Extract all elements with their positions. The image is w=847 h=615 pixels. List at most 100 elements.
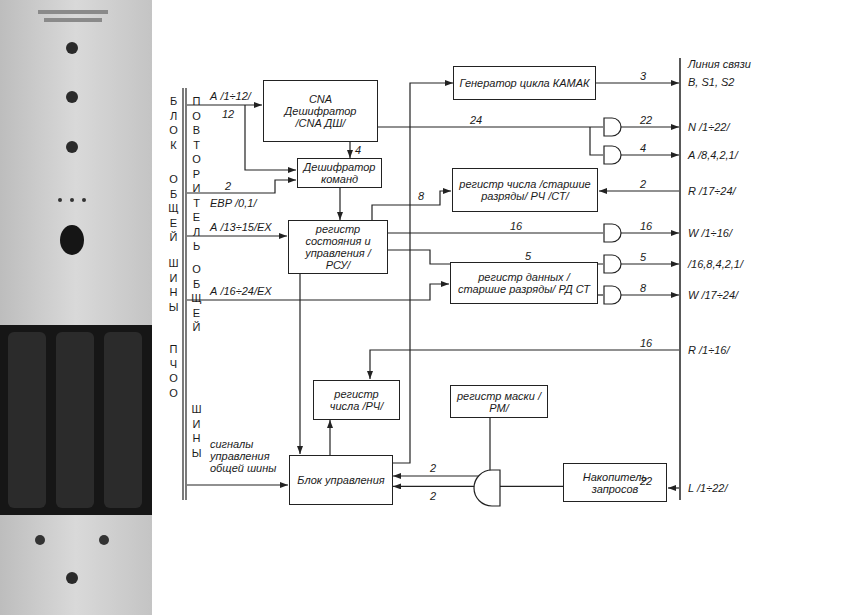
- bus-line: [182, 88, 183, 500]
- signal-wire: [621, 232, 679, 233]
- panel-led: [70, 198, 74, 202]
- bus-width-number: 16: [640, 220, 652, 232]
- vertical-caption: ОБЩЕЙ: [191, 262, 202, 335]
- panel-marking: [44, 18, 102, 22]
- panel-screw: [99, 535, 109, 545]
- decoder-box: Дешифратор команд: [297, 158, 382, 188]
- box-heading: CNA: [309, 93, 332, 105]
- signal-wire: [388, 232, 603, 233]
- vertical-caption: ШИНЫ: [168, 256, 179, 314]
- bus-width-number: 22: [640, 114, 652, 126]
- panel-switch: [60, 225, 84, 255]
- signal-name: А /16÷24/ЕХ: [210, 285, 272, 297]
- bus-width-number: 4: [355, 144, 361, 156]
- bus-width-number: 2: [640, 178, 646, 190]
- bus-width-number: 5: [525, 250, 531, 262]
- and-gate: [604, 255, 621, 273]
- front-panel: [0, 0, 152, 615]
- signal-name: сигналы управления общей шины: [210, 438, 282, 474]
- signal-wire: [187, 180, 296, 193]
- bus-width-number: 12: [222, 108, 234, 120]
- signal-wire: [299, 263, 300, 454]
- vertical-caption: БЛОК: [168, 94, 179, 152]
- signal-connector: [393, 418, 490, 476]
- signal-name: W /17÷24/: [688, 289, 738, 301]
- box-text: Блок управления: [297, 474, 384, 486]
- connector: [8, 332, 46, 508]
- signal-wire: [598, 294, 603, 295]
- signal-name: R /1÷16/: [688, 344, 730, 356]
- vertical-caption: ШИНЫ: [191, 402, 202, 460]
- bus-width-number: 2: [430, 462, 436, 474]
- and-gate: [604, 118, 621, 136]
- signal-wire: [187, 484, 288, 485]
- panel-connectors: [0, 325, 152, 515]
- vertical-caption: ОБЩЕЙ: [168, 172, 179, 245]
- bus-width-number: 16: [510, 220, 522, 232]
- signal-wire: [378, 126, 603, 127]
- bus-width-number: 8: [640, 282, 646, 294]
- box-text: регистр числа /РЧ/: [318, 388, 395, 412]
- signal-name: ЕВР /0,1/: [210, 197, 256, 209]
- box-text: Дешифратор команд: [302, 161, 377, 185]
- signal-wire: [599, 190, 679, 191]
- signal-name: В, S1, S2: [688, 76, 734, 88]
- bus-width-number: 4: [640, 142, 646, 154]
- bus-width-number: 22: [640, 475, 652, 487]
- bus-width-number: 8: [418, 190, 424, 202]
- signal-wire: [187, 235, 287, 236]
- bus-width-number: 5: [640, 251, 646, 263]
- box-text: Дешифратор /CNA ДШ/: [281, 105, 361, 129]
- signal-name: N /1÷22/: [688, 121, 730, 133]
- bus-line: [679, 58, 681, 500]
- box-text: Генератор цикла КАМАК: [459, 77, 589, 89]
- panel-knob: [66, 91, 78, 103]
- signal-name: /16,8,4,2,1/: [688, 258, 743, 270]
- and-gate: [474, 470, 500, 506]
- signal-wire: [621, 263, 679, 264]
- signal-connector: [349, 142, 350, 158]
- register-box: регистр маски /РМ/: [450, 385, 548, 418]
- register-box: регистр числа /РЧ/: [313, 380, 400, 420]
- generator-box: Генератор цикла КАМАК: [453, 66, 596, 100]
- signal-wire: [372, 191, 451, 220]
- panel-knob: [66, 141, 78, 153]
- signal-name: R /17÷24/: [688, 185, 736, 197]
- signal-name: А /1÷12/: [210, 90, 251, 102]
- signal-name: А /13÷15/ЕХ: [210, 221, 272, 233]
- and-gate: [604, 146, 621, 164]
- control-box: Блок управления: [289, 455, 393, 505]
- signal-name: L /1÷22/: [688, 482, 727, 494]
- signal-wire: [621, 294, 679, 295]
- bus-width-number: 2: [430, 490, 436, 502]
- register-box: регистр числа /старшие разряды/ РЧ /СТ/: [452, 168, 598, 212]
- decoder-box: CNAДешифратор /CNA ДШ/: [263, 80, 378, 142]
- panel-marking: [38, 10, 108, 14]
- signal-name: W /1÷16/: [688, 227, 732, 239]
- connector: [104, 332, 142, 508]
- panel-led: [82, 198, 86, 202]
- vertical-caption: ПЧОО: [168, 342, 179, 400]
- signal-connector: [329, 420, 330, 455]
- bus-width-number: 16: [640, 337, 652, 349]
- signal-connector: [339, 188, 340, 220]
- box-text: регистр состояния и управления /РСУ/: [293, 223, 383, 271]
- signal-wire: [590, 127, 603, 155]
- panel-knob: [66, 572, 78, 584]
- register-box: регистр данных /старшие разряды/ РД СТ: [450, 262, 598, 304]
- register-box: регистр состояния и управления /РСУ/: [288, 220, 388, 274]
- bus-width-number: 2: [225, 180, 231, 192]
- and-gate: [604, 224, 621, 242]
- bus-width-number: 3: [640, 70, 646, 82]
- signal-wire: [668, 487, 679, 488]
- signal-wire: [621, 126, 679, 127]
- bus-width-number: 24: [470, 114, 482, 126]
- signal-wire: [370, 350, 679, 379]
- bus-line: [185, 88, 186, 500]
- box-text: регистр числа /старшие разряды/ РЧ /СТ/: [457, 178, 593, 202]
- and-gate: [604, 286, 621, 304]
